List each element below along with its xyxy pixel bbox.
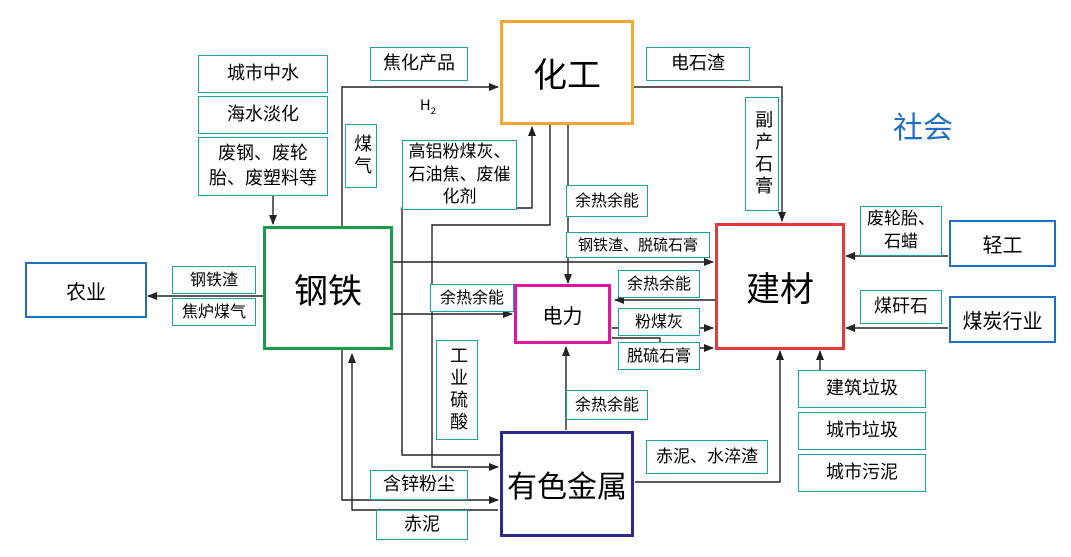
label-fly-ash: 粉煤灰 — [618, 308, 700, 336]
label-urban-sludge: 城市污泥 — [798, 454, 926, 492]
label-waste-heat-steel: 余热余能 — [430, 284, 514, 312]
label-waste-heat-building: 余热余能 — [618, 270, 700, 298]
label-coal-gangue: 煤矸石 — [860, 290, 942, 324]
node-steel[interactable]: 钢铁 — [263, 226, 393, 350]
label-construction-waste: 建筑垃圾 — [798, 370, 926, 408]
arrow-steel-to-chem — [341, 83, 499, 228]
arrow-chem-to-nonferrous — [431, 125, 551, 471]
label-red-mud: 赤泥 — [376, 510, 468, 540]
label-coke-gas: 焦炉煤气 — [172, 298, 256, 326]
label-tire-wax: 废轮胎、石蜡 — [860, 206, 942, 256]
label-desalination: 海水淡化 — [198, 96, 328, 134]
node-chemical[interactable]: 化工 — [500, 20, 634, 125]
label-coal-gas: 煤气 — [345, 124, 377, 188]
label-sulfuric-acid: 工业硫酸 — [436, 340, 478, 440]
label-alumina-etc: 高铝粉煤灰、石油焦、废催化剂 — [402, 140, 517, 210]
h2-label: H2 — [420, 98, 437, 117]
label-byproduct-gypsum: 副产石膏 — [745, 97, 779, 211]
arrow-steel-to-nonferrous — [341, 350, 499, 504]
label-waste-heat-chem: 余热余能 — [566, 185, 648, 217]
label-coking-products: 焦化产品 — [370, 47, 468, 81]
label-waste-items: 废钢、废轮胎、废塑料等 — [198, 137, 328, 196]
label-waste-heat-nonferrous: 余热余能 — [566, 390, 648, 420]
label-red-mud-water-slag: 赤泥、水淬渣 — [646, 440, 768, 474]
node-power[interactable]: 电力 — [514, 284, 611, 344]
label-zinc-dust: 含锌粉尘 — [370, 470, 468, 500]
arrow-nonferrous-to-building — [635, 350, 784, 483]
society-title: 社会 — [893, 111, 953, 146]
node-building-materials[interactable]: 建材 — [715, 223, 845, 350]
label-steel-slag: 钢铁渣 — [172, 266, 256, 294]
arrow-chem-to-building — [634, 86, 786, 222]
label-urban-waste: 城市垃圾 — [798, 412, 926, 450]
label-urban-water: 城市中水 — [198, 55, 328, 93]
label-carbide-slag: 电石渣 — [646, 47, 750, 81]
node-agriculture[interactable]: 农业 — [25, 262, 147, 318]
label-desulf-gypsum: 脱硫石膏 — [618, 342, 700, 370]
node-light-industry[interactable]: 轻工 — [949, 220, 1056, 267]
node-coal-industry[interactable]: 煤炭行业 — [949, 296, 1056, 343]
label-steel-slag-gypsum: 钢铁渣、脱硫石膏 — [566, 232, 710, 258]
node-nonferrous[interactable]: 有色金属 — [500, 431, 634, 537]
